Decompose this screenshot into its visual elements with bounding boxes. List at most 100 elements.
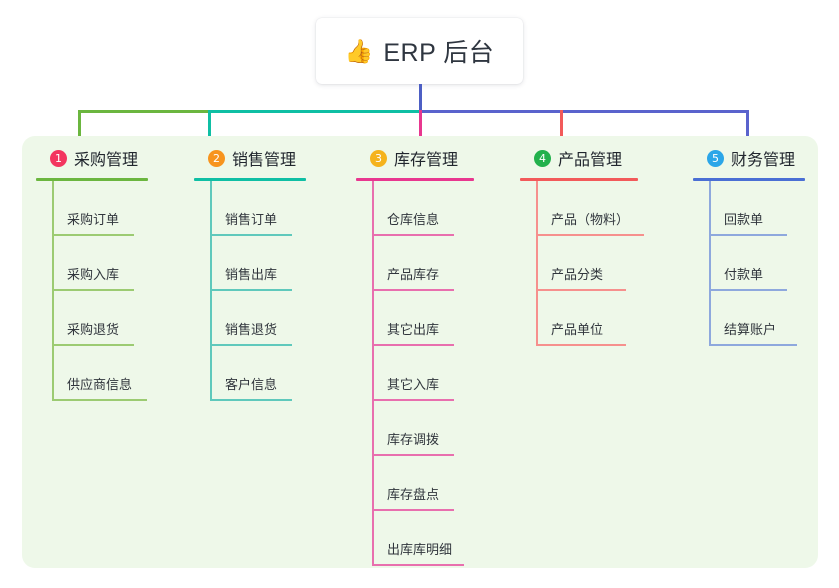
list-item[interactable]: 其它出库 <box>356 291 474 346</box>
column-rule-sales <box>194 178 306 181</box>
list-item-rule <box>536 344 626 346</box>
connector-stem <box>419 84 422 112</box>
column-title-finance: 财务管理 <box>731 152 796 169</box>
column-rule-finance <box>693 178 805 181</box>
list-item[interactable]: 产品分类 <box>520 236 638 291</box>
connector-bus-blue <box>419 110 749 113</box>
list-item[interactable]: 库存调拨 <box>356 401 474 456</box>
column-items-purchasing: 采购订单采购入库采购退货供应商信息 <box>36 181 148 401</box>
list-item[interactable]: 销售出库 <box>194 236 306 291</box>
connector-bus-teal <box>210 110 419 113</box>
column-header-sales[interactable]: 2 销售管理 <box>194 146 306 170</box>
column-purchasing: 1 采购管理采购订单采购入库采购退货供应商信息 <box>36 146 148 401</box>
list-item[interactable]: 采购入库 <box>36 236 148 291</box>
list-item-label: 出库库明细 <box>387 542 453 557</box>
column-badge-inventory: 3 <box>370 149 387 167</box>
column-spine-product <box>536 181 538 346</box>
list-item[interactable]: 采购退货 <box>36 291 148 346</box>
list-item-rule <box>372 454 454 456</box>
list-item-label: 客户信息 <box>225 377 278 392</box>
column-inventory: 3 库存管理仓库信息产品库存其它出库其它入库库存调拨库存盘点出库库明细 <box>356 146 474 566</box>
list-item[interactable]: 采购订单 <box>36 181 148 236</box>
root-node-card[interactable]: 👍 ERP 后台 <box>316 18 523 84</box>
list-item-label: 仓库信息 <box>387 212 440 227</box>
connector-drop-purchasing <box>78 110 81 142</box>
list-item-rule <box>709 289 787 291</box>
list-item-label: 其它入库 <box>387 377 440 392</box>
column-sales: 2 销售管理销售订单销售出库销售退货客户信息 <box>194 146 306 401</box>
list-item[interactable]: 供应商信息 <box>36 346 148 401</box>
column-title-inventory: 库存管理 <box>394 152 459 169</box>
list-item[interactable]: 库存盘点 <box>356 456 474 511</box>
list-item-label: 销售订单 <box>225 212 278 227</box>
list-item-label: 采购订单 <box>67 212 120 227</box>
list-item[interactable]: 结算账户 <box>693 291 805 346</box>
list-item-rule <box>709 234 787 236</box>
column-header-finance[interactable]: 5 财务管理 <box>693 146 805 170</box>
column-header-purchasing[interactable]: 1 采购管理 <box>36 146 148 170</box>
list-item[interactable]: 产品库存 <box>356 236 474 291</box>
connector-drop-finance <box>746 110 749 142</box>
list-item[interactable]: 销售订单 <box>194 181 306 236</box>
list-item-label: 回款单 <box>724 212 764 227</box>
list-item-label: 其它出库 <box>387 322 440 337</box>
list-item-rule <box>52 399 147 401</box>
list-item-rule <box>372 344 454 346</box>
column-product: 4 产品管理产品（物料） 产品分类产品单位 <box>520 146 644 346</box>
list-item[interactable]: 仓库信息 <box>356 181 474 236</box>
list-item-label: 产品库存 <box>387 267 440 282</box>
column-spine-finance <box>709 181 711 346</box>
thumbs-up-icon: 👍 <box>344 37 374 64</box>
column-title-sales: 销售管理 <box>232 152 297 169</box>
list-item-rule <box>372 399 454 401</box>
list-item[interactable]: 付款单 <box>693 236 805 291</box>
list-item[interactable]: 销售退货 <box>194 291 306 346</box>
column-rule-product <box>520 178 638 181</box>
connector-bus-green <box>78 110 210 113</box>
column-finance: 5 财务管理回款单付款单结算账户 <box>693 146 805 346</box>
column-title-product: 产品管理 <box>558 152 623 169</box>
column-rule-inventory <box>356 178 474 181</box>
column-items-product: 产品（物料） 产品分类产品单位 <box>520 181 644 346</box>
list-item-rule <box>536 234 644 236</box>
list-item-rule <box>52 234 134 236</box>
list-item-rule <box>536 289 626 291</box>
column-badge-finance: 5 <box>707 149 724 167</box>
list-item[interactable]: 回款单 <box>693 181 805 236</box>
list-item-rule <box>210 399 292 401</box>
list-item-label: 产品（物料） <box>551 212 630 227</box>
list-item-rule <box>210 234 292 236</box>
connector-drop-product <box>560 110 563 142</box>
list-item[interactable]: 客户信息 <box>194 346 306 401</box>
column-title-purchasing: 采购管理 <box>74 152 139 169</box>
list-item-label: 产品分类 <box>551 267 604 282</box>
column-badge-purchasing: 1 <box>50 149 67 167</box>
column-items-inventory: 仓库信息产品库存其它出库其它入库库存调拨库存盘点出库库明细 <box>356 181 474 566</box>
list-item-rule <box>372 509 454 511</box>
list-item[interactable]: 产品单位 <box>520 291 638 346</box>
list-item-label: 供应商信息 <box>67 377 133 392</box>
column-items-sales: 销售订单销售出库销售退货客户信息 <box>194 181 306 401</box>
list-item-label: 销售出库 <box>225 267 278 282</box>
list-item-rule <box>210 289 292 291</box>
column-badge-product: 4 <box>534 149 551 167</box>
list-item[interactable]: 出库库明细 <box>356 511 474 566</box>
root-node-title: ERP 后台 <box>383 39 495 67</box>
column-header-inventory[interactable]: 3 库存管理 <box>356 146 474 170</box>
column-header-product[interactable]: 4 产品管理 <box>520 146 638 170</box>
list-item[interactable]: 其它入库 <box>356 346 474 401</box>
list-item-rule <box>210 344 292 346</box>
column-rule-purchasing <box>36 178 148 181</box>
list-item-label: 库存盘点 <box>387 487 440 502</box>
list-item-label: 付款单 <box>724 267 764 282</box>
list-item-rule <box>52 344 134 346</box>
list-item-label: 产品单位 <box>551 322 604 337</box>
column-badge-sales: 2 <box>208 149 225 167</box>
connector-drop-inventory <box>419 110 422 142</box>
column-spine-purchasing <box>52 181 54 401</box>
column-spine-inventory <box>372 181 374 566</box>
list-item-label: 采购入库 <box>67 267 120 282</box>
list-item-rule <box>52 289 134 291</box>
list-item[interactable]: 产品（物料） <box>520 181 644 236</box>
list-item-label: 采购退货 <box>67 322 120 337</box>
